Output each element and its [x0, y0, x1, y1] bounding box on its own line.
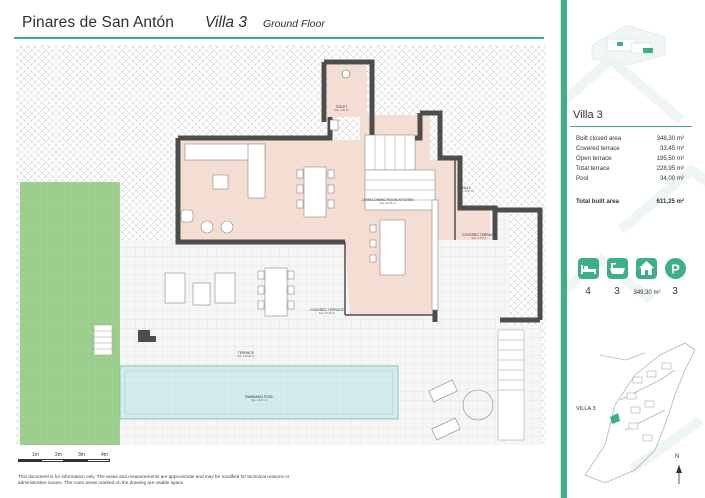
room-name: SWIMMING POOL: [245, 395, 274, 399]
spec-label: Total terrace: [576, 165, 610, 172]
north-arrow-icon: [676, 465, 682, 484]
bedrooms-value: 4: [585, 286, 591, 297]
project-title: Pinares de San Antón: [22, 14, 174, 31]
room-area: Sup. 15,40 m²: [318, 312, 336, 315]
compass-label: N: [675, 454, 680, 460]
room-label-pool: SWIMMING POOL Sup. 34,00 m²: [245, 395, 273, 403]
room-name: LIVING-DINING ROOM-KITCHEN: [362, 198, 414, 202]
parking-icon: P: [665, 258, 686, 279]
spec-row: Total terrace 228,95 m²: [576, 165, 684, 173]
header-divider: [14, 37, 544, 39]
room-name: COVERED TERRACE: [462, 233, 496, 237]
villa-3-marker-icon: [610, 413, 620, 424]
spec-value: 195,50 m²: [656, 155, 684, 162]
spec-value: 611,25 m²: [656, 198, 684, 205]
spec-label: Covered terrace: [576, 145, 620, 152]
room-label-terrace: TERRACE Sup. 136,30 m²: [237, 351, 255, 359]
villa-title: Villa 3: [205, 14, 247, 31]
spec-value: 228,95 m²: [656, 165, 684, 172]
site-map: [584, 342, 696, 484]
svg-text:P: P: [671, 262, 680, 277]
room-area: Sup. 136,30 m²: [237, 355, 255, 358]
bedroom-icon: [578, 258, 599, 279]
villa-logo-icon: [591, 24, 666, 66]
room-area: Sup. 34,00 m²: [251, 399, 268, 402]
spec-row: Covered terrace 33,45 m²: [576, 145, 684, 153]
spec-row: Built closed area 348,30 m²: [576, 135, 684, 143]
info-panel: [560, 0, 705, 498]
spec-row: Open terrace 195,50 m²: [576, 155, 684, 163]
room-area: Sup. 4,80 m²: [459, 190, 474, 193]
panel-title: Villa 3: [573, 109, 603, 121]
panel-divider: [570, 126, 692, 127]
spec-label: Total built area: [576, 198, 619, 205]
site-villa-label: VILLA 3: [576, 406, 596, 412]
spec-value: 34,00 m²: [659, 175, 684, 182]
swimming-pool: [119, 365, 399, 420]
room-label-hall: HALL Sup. 4,80 m²: [459, 186, 474, 194]
scale-label: 1m: [32, 452, 39, 458]
spec-value: 33,45 m²: [659, 145, 684, 152]
spec-label: Open terrace: [576, 155, 612, 162]
spec-label: Built closed area: [576, 135, 622, 142]
house-icon: [636, 258, 657, 279]
scale-bar: 1m 2m 3m 4m: [18, 452, 118, 466]
kitchen-island-icon: [369, 199, 439, 311]
spec-total-row: Total built area 611,25 m²: [576, 198, 684, 206]
scale-label: 2m: [55, 452, 62, 458]
spec-value: 348,30 m²: [656, 135, 684, 142]
disclaimer-text: This document is for information only. T…: [18, 474, 290, 485]
room-label-covered-terrace-side: COVERED TERRACE Sup. 6,70 m²: [462, 233, 496, 241]
room-area: Sup. 2,30 m²: [334, 109, 349, 112]
room-name: TOILET: [335, 105, 348, 109]
toilet-bowl-icon: [341, 69, 351, 79]
bathrooms-value: 3: [614, 286, 620, 297]
scale-label: 4m: [101, 452, 108, 458]
parking-value: 3: [672, 286, 678, 297]
room-label-toilet: TOILET Sup. 2,30 m²: [334, 105, 349, 113]
floor-plan: TOILET Sup. 2,30 m² LIVING-DINING ROOM-K…: [0, 40, 560, 460]
bathroom-icon: [607, 258, 628, 279]
room-label-living: LIVING-DINING ROOM-KITCHEN Sup. 84,80 m²: [362, 198, 414, 206]
scale-label: 3m: [78, 452, 85, 458]
room-name: COVERED TERRACE: [310, 308, 344, 312]
dining-table-icon: [296, 166, 335, 218]
room-area: Sup. 6,70 m²: [471, 237, 487, 240]
garden-left: [20, 182, 120, 445]
spec-row: Pool 34,00 m²: [576, 175, 684, 183]
spec-label: Pool: [576, 175, 589, 182]
outdoor-furniture: [164, 267, 494, 441]
room-name: HALL: [462, 186, 471, 190]
room-label-covered-terrace: COVERED TERRACE Sup. 15,40 m²: [310, 308, 344, 316]
room-area: Sup. 84,80 m²: [379, 202, 396, 205]
floor-plan-drawing: [16, 45, 546, 445]
floor-title: Ground Floor: [263, 18, 325, 30]
room-name: TERRACE: [237, 351, 254, 355]
staircase: [364, 134, 436, 211]
house-area-value: 349,30 m²: [633, 290, 661, 296]
sofa-icon: [180, 143, 266, 234]
